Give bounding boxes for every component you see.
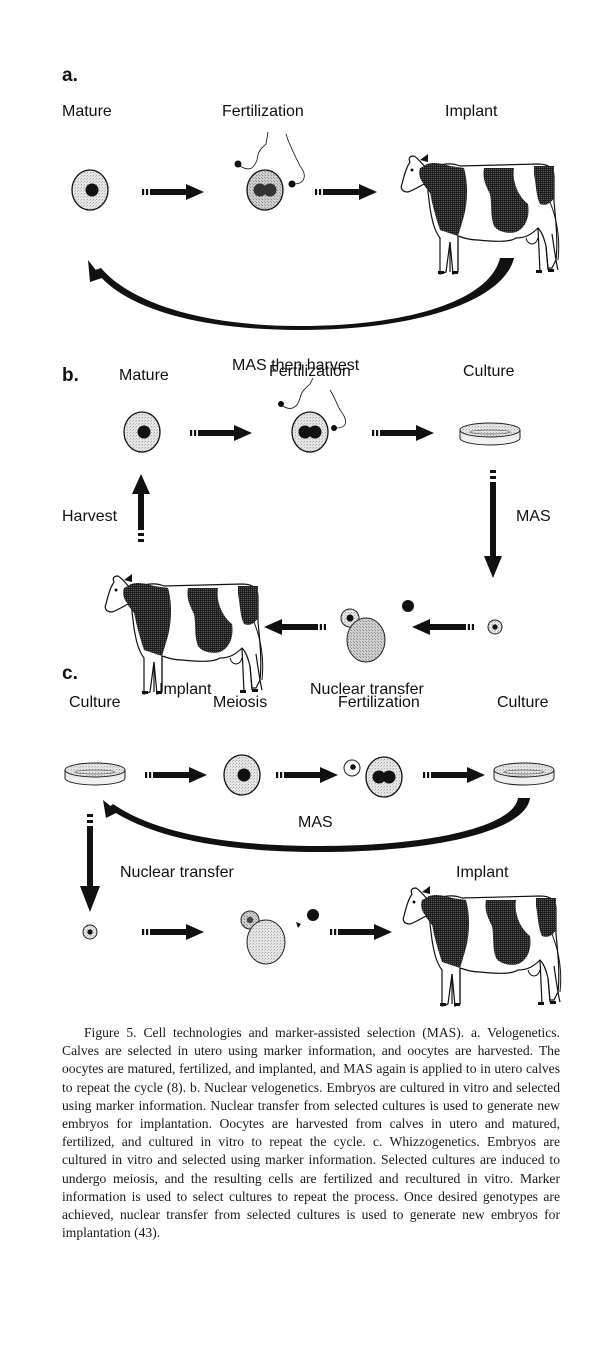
fertilized-cell-icon [365, 756, 403, 798]
sperm-icon [234, 131, 305, 188]
nuclear-transfer-cells-icon [240, 910, 286, 965]
embryo-cell-icon [82, 924, 98, 940]
label-nuclear-transfer: Nuclear transfer [120, 864, 234, 881]
arrow-icon [190, 425, 252, 441]
panel-a-letter: a. [62, 65, 78, 86]
arrowhead-icon [88, 260, 102, 282]
up-arrow-icon [132, 474, 150, 542]
sperm-cell-icon [343, 759, 361, 777]
label-fertilization: Fertilization [269, 363, 351, 380]
mature-oocyte-icon [123, 411, 161, 453]
panel-c [64, 754, 562, 1007]
arrow-icon [276, 767, 338, 783]
meiosis-cell-icon [223, 754, 261, 796]
label-culture-end: Culture [497, 694, 549, 711]
label-mature: Mature [62, 103, 112, 120]
arrowhead-icon [103, 800, 118, 818]
arrow-icon [330, 924, 392, 940]
label-implant: Implant [445, 103, 498, 120]
arrow-icon [315, 184, 377, 200]
label-culture-start: Culture [69, 694, 121, 711]
panel-c-letter: c. [62, 663, 78, 684]
figure-caption: Figure 5. Cell technologies and marker-a… [62, 1025, 560, 1241]
figure-diagram [64, 131, 562, 1007]
embryo-cell-icon [487, 619, 503, 635]
panel-b [104, 377, 521, 695]
nuclear-transfer-cells-icon [340, 608, 386, 663]
cow-icon [400, 153, 560, 275]
arrow-icon [423, 767, 485, 783]
label-mas: MAS [298, 814, 333, 831]
arrow-icon [145, 767, 207, 783]
label-mature: Mature [119, 367, 169, 384]
panel-a [71, 131, 560, 330]
arrow-icon [142, 924, 204, 940]
label-fertilization: Fertilization [222, 103, 304, 120]
arrow-icon [264, 619, 326, 635]
sperm-icon [278, 377, 346, 431]
label-implant: Implant [456, 864, 509, 881]
nucleus-icon [402, 600, 414, 612]
culture-dish-icon [459, 422, 521, 446]
label-nuclear-transfer: Nuclear transfer [310, 681, 424, 698]
label-mas-then-harvest: MAS then harvest [232, 357, 360, 374]
curved-return-arrow [95, 258, 514, 330]
arrow-icon [142, 184, 204, 200]
label-meiosis: Meiosis [213, 694, 268, 711]
label-culture: Culture [463, 363, 515, 380]
culture-dish-icon [493, 762, 555, 786]
down-arrow-icon [80, 814, 100, 912]
arrow-icon [372, 425, 434, 441]
pointer-icon [296, 922, 301, 928]
label-fertilization: Fertilization [338, 694, 420, 711]
arrow-icon [412, 619, 474, 635]
mature-oocyte-icon [71, 169, 109, 211]
nucleus-icon [307, 909, 319, 921]
fertilized-cell-icon [291, 411, 329, 453]
cow-icon [104, 573, 264, 695]
down-arrow-icon [484, 470, 502, 578]
cow-icon [402, 885, 562, 1007]
figure-5: a. Mature Fertilization Implant MAS then… [62, 65, 562, 1007]
panel-b-letter: b. [62, 365, 79, 386]
label-mas: MAS [516, 508, 551, 525]
label-implant: Implant [159, 681, 212, 698]
culture-dish-icon [64, 762, 126, 786]
fertilized-cell-icon [246, 169, 284, 211]
label-harvest: Harvest [62, 508, 118, 525]
